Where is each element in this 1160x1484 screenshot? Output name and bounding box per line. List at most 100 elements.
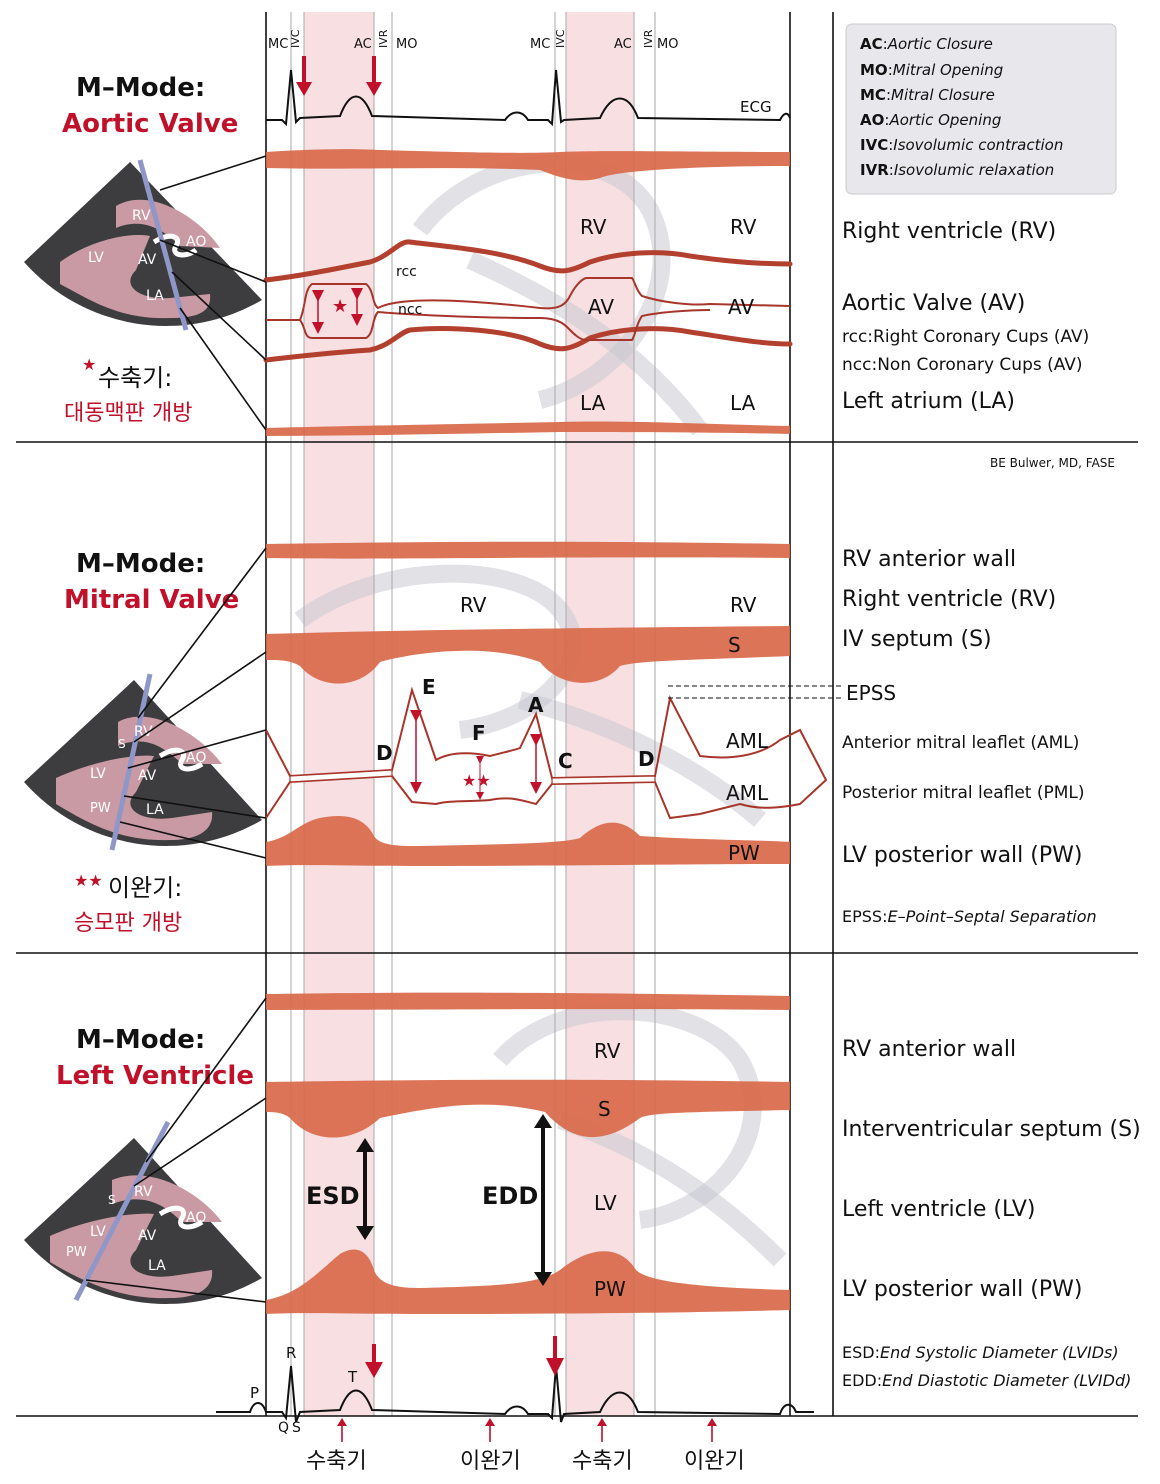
phase-labels: 수축기 이완기 수축기 이완기 bbox=[306, 1418, 745, 1474]
label-rv: RV bbox=[580, 215, 607, 239]
fan-lv: LV bbox=[88, 250, 104, 266]
aortic-left: M–Mode: Aortic Valve ★ 수축기: 대동맥판 개방 bbox=[62, 73, 238, 426]
legend-desc-ivr: Isovolumic relaxation bbox=[894, 161, 1055, 179]
fan-pw-lv: PW bbox=[66, 1245, 87, 1260]
label-rv-m2: RV bbox=[730, 593, 757, 617]
fan-pw-m: PW bbox=[90, 801, 111, 816]
label-rv-lv: RV bbox=[594, 1039, 621, 1063]
star-icon: ★ bbox=[82, 355, 96, 374]
ecg-p: P bbox=[250, 1384, 259, 1402]
right-pw-m: LV posterior wall (PW) bbox=[842, 843, 1082, 868]
label-pw-m: PW bbox=[728, 841, 760, 865]
legend-desc-mo: Mitral Opening bbox=[893, 61, 1004, 79]
right-la: Left atrium (LA) bbox=[842, 389, 1015, 414]
legend-desc-mc: Mitral Closure bbox=[891, 86, 995, 104]
fan-rv: RV bbox=[132, 208, 151, 224]
phase-label-4: 이완기 bbox=[684, 1449, 745, 1474]
label-mc-2: MC bbox=[530, 37, 550, 52]
right-lv-lv: Left ventricle (LV) bbox=[842, 1197, 1035, 1222]
label-mc: MC bbox=[268, 37, 288, 52]
credit: BE Bulwer, MD, FASE bbox=[990, 456, 1115, 470]
right-pw-lv: LV posterior wall (PW) bbox=[842, 1277, 1082, 1302]
lv-mmode: ESD EDD RV S LV PW bbox=[266, 992, 790, 1314]
mitral-mmode: ★★ RV RV S E F A D C D AML AML PW bbox=[265, 541, 842, 866]
fan-ao: AO bbox=[186, 234, 206, 250]
systole-bands bbox=[304, 12, 634, 1416]
svg-text:IVR:Isovolumic relaxation: IVR:Isovolumic relaxation bbox=[860, 161, 1054, 179]
label-s-lv: S bbox=[598, 1097, 611, 1121]
right-rv: Right ventricle (RV) bbox=[842, 219, 1056, 244]
svg-text:EDD:End Diastotic Diameter (LV: EDD:End Diastotic Diameter (LVIDd) bbox=[842, 1371, 1131, 1390]
fan-ao-lv: AO bbox=[186, 1210, 206, 1226]
label-d-2: D bbox=[638, 747, 655, 771]
mitral-title-2: Mitral Valve bbox=[64, 585, 239, 615]
phase-label-1: 수축기 bbox=[306, 1449, 367, 1474]
aortic-title-2: Aortic Valve bbox=[62, 109, 238, 139]
label-c: C bbox=[558, 749, 573, 773]
label-a: A bbox=[528, 693, 544, 717]
right-aml: Anterior mitral leaflet (AML) bbox=[842, 733, 1079, 753]
label-esd: ESD bbox=[306, 1182, 360, 1210]
lv-echo-fan: RV S LV AV AO PW LA bbox=[24, 997, 267, 1304]
ecg-t: T bbox=[347, 1368, 358, 1386]
label-e: E bbox=[422, 675, 436, 699]
label-av: AV bbox=[588, 295, 614, 319]
svg-text:IVC:Isovolumic contraction: IVC:Isovolumic contraction bbox=[860, 136, 1063, 154]
phase-label-2: 이완기 bbox=[460, 1449, 521, 1474]
label-ivc-2: IVC bbox=[554, 29, 567, 48]
right-rvaw-lv: RV anterior wall bbox=[842, 1037, 1016, 1062]
svg-text:EPSS:E–Point–Septal Separation: EPSS:E–Point–Septal Separation bbox=[842, 907, 1097, 926]
label-mo-2: MO bbox=[657, 37, 678, 52]
fan-rv-lv: RV bbox=[134, 1184, 153, 1200]
svg-text:MO:Mitral Opening: MO:Mitral Opening bbox=[860, 61, 1003, 79]
ecg-q: Q bbox=[278, 1420, 289, 1436]
mitral-title-1: M–Mode: bbox=[76, 549, 205, 579]
fan-av-m: AV bbox=[138, 768, 157, 784]
mitral-right: RV anterior wall Right ventricle (RV) IV… bbox=[842, 547, 1097, 926]
right-esd-key: ESD: bbox=[842, 1343, 880, 1362]
right-esd-desc: End Systolic Diameter (LVIDs) bbox=[880, 1343, 1119, 1362]
right-edd-desc: End Diastotic Diameter (LVIDd) bbox=[882, 1371, 1131, 1390]
right-s-lv: Interventricular septum (S) bbox=[842, 1117, 1141, 1142]
timing-lines bbox=[290, 12, 656, 1416]
lv-title-2: Left Ventricle bbox=[56, 1061, 254, 1091]
label-la: LA bbox=[580, 391, 606, 415]
right-rcc: rcc:Right Coronary Cups (AV) bbox=[842, 327, 1089, 347]
fan-lv-lv: LV bbox=[90, 1224, 106, 1240]
label-ivr: IVR bbox=[377, 29, 390, 48]
label-s-m: S bbox=[728, 633, 741, 657]
legend-desc-ac: Aortic Closure bbox=[887, 35, 993, 53]
right-s-m: IV septum (S) bbox=[842, 627, 992, 652]
svg-text:AC:Aortic Closure: AC:Aortic Closure bbox=[860, 35, 993, 53]
label-rcc: rcc bbox=[396, 264, 417, 280]
timing-labels: MC IVC AC IVR MO MC IVC AC IVR MO ECG bbox=[268, 29, 772, 116]
fan-av: AV bbox=[138, 252, 157, 268]
right-epss: EPSS bbox=[846, 681, 896, 705]
legend-desc-ao: Aortic Opening bbox=[888, 111, 1001, 129]
label-f: F bbox=[472, 721, 486, 745]
lv-right: RV anterior wall Interventricular septum… bbox=[842, 1037, 1141, 1390]
aortic-mmode: ★ RV RV rcc ncc AV AV LA LA bbox=[263, 149, 793, 436]
fan-ao-m: AO bbox=[186, 750, 206, 766]
fan-la-lv: LA bbox=[148, 1258, 166, 1274]
right-pml: Posterior mitral leaflet (PML) bbox=[842, 783, 1085, 803]
legend-key-ao: AO bbox=[860, 111, 884, 129]
svg-text:AO:Aortic Opening: AO:Aortic Opening bbox=[860, 111, 1001, 129]
fan-rv-m: RV bbox=[134, 724, 153, 740]
systole-star-icon: ★ bbox=[332, 296, 348, 317]
svg-text:ESD:End Systolic Diameter (LVI: ESD:End Systolic Diameter (LVIDs) bbox=[842, 1343, 1119, 1362]
right-ncc: ncc:Non Coronary Cups (AV) bbox=[842, 355, 1083, 375]
ecg-bottom: P R Q S T bbox=[216, 1336, 814, 1436]
label-ncc: ncc bbox=[398, 302, 422, 318]
phase-1: 수축기 bbox=[306, 1418, 367, 1474]
mitral-echo-fan: RV S LV AV AO PW LA bbox=[24, 547, 267, 859]
aortic-systole-desc: 대동맥판 개방 bbox=[64, 401, 192, 426]
label-pw-lv: PW bbox=[594, 1277, 626, 1301]
diastole-star-icon: ★★ bbox=[462, 771, 491, 790]
fan-la-m: LA bbox=[146, 802, 164, 818]
label-edd: EDD bbox=[482, 1182, 538, 1210]
right-edd-key: EDD: bbox=[842, 1371, 882, 1390]
legend-key-mo: MO bbox=[860, 61, 888, 79]
fan-av-lv: AV bbox=[138, 1228, 157, 1244]
label-rv-2: RV bbox=[730, 215, 757, 239]
